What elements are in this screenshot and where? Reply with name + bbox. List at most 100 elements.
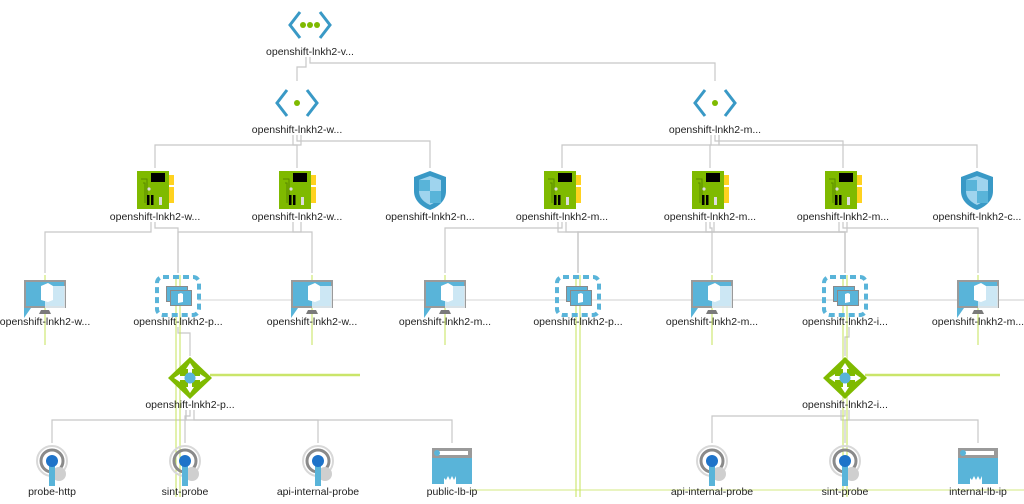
- node-api-internal-probe-1[interactable]: api-internal-probe: [253, 444, 383, 504]
- node-label: openshift-lnkh2-p...: [145, 399, 235, 411]
- network-security-group-icon: [953, 169, 1001, 211]
- edge-nic-m1-pool-p2: [565, 222, 579, 273]
- load-balancer-icon: [821, 357, 869, 399]
- node-label: openshift-lnkh2-w...: [251, 124, 343, 136]
- node-api-internal-probe-2[interactable]: api-internal-probe: [647, 444, 777, 504]
- edge-nic-m1-pool-i: [557, 222, 846, 273]
- edge-nic-w1-pool-p1: [154, 222, 179, 273]
- edge-nic-m2-pool-i: [705, 222, 846, 273]
- node-pool-p2[interactable]: openshift-lnkh2-p...: [513, 274, 643, 334]
- node-lb-p[interactable]: openshift-lnkh2-p...: [125, 357, 255, 417]
- backend-pool-icon: [821, 274, 869, 317]
- node-nic-m1[interactable]: openshift-lnkh2-m...: [497, 169, 627, 229]
- node-label: openshift-lnkh2-i...: [802, 316, 888, 328]
- network-interface-icon: [273, 169, 321, 211]
- node-label: internal-lb-ip: [949, 486, 1007, 498]
- node-vnet[interactable]: openshift-lnkh2-v...: [245, 4, 375, 64]
- health-probe-icon: [294, 444, 342, 486]
- network-interface-icon: [819, 169, 867, 211]
- network-interface-icon: [538, 169, 586, 211]
- node-label: openshift-lnkh2-m...: [931, 316, 1024, 328]
- edge-subnet-w-nic-w2: [292, 135, 298, 168]
- node-vm-m3[interactable]: openshift-lnkh2-m...: [913, 274, 1024, 334]
- subnet-icon: [273, 82, 321, 124]
- edge-nic-m2-pool-p2: [577, 222, 715, 273]
- edge-nic-m2-vm-m2: [709, 222, 713, 273]
- node-vm-m2[interactable]: openshift-lnkh2-m...: [647, 274, 777, 334]
- edge-subnet-m-nic-m2: [709, 135, 712, 168]
- node-nsg-c[interactable]: openshift-lnkh2-c...: [912, 169, 1024, 229]
- node-pool-i[interactable]: openshift-lnkh2-i...: [780, 274, 910, 334]
- node-label: openshift-lnkh2-w...: [109, 211, 201, 223]
- node-sint-probe-1[interactable]: sint-probe: [120, 444, 250, 504]
- node-label: api-internal-probe: [276, 486, 360, 498]
- node-probe-http[interactable]: probe-http: [0, 444, 117, 504]
- node-label: public-lb-ip: [426, 486, 478, 498]
- virtual-machine-icon: [21, 274, 69, 318]
- public-ip-icon: [954, 444, 1002, 486]
- health-probe-icon: [821, 444, 869, 486]
- node-label: openshift-lnkh2-p...: [533, 316, 623, 328]
- node-label: probe-http: [28, 486, 76, 498]
- node-nic-w1[interactable]: openshift-lnkh2-w...: [90, 169, 220, 229]
- node-label: openshift-lnkh2-m...: [796, 211, 890, 223]
- node-label: sint-probe: [821, 486, 869, 498]
- edge-vnet-subnet-m: [309, 57, 716, 81]
- network-security-group-icon: [406, 169, 454, 211]
- load-balancer-icon: [166, 357, 214, 399]
- backend-pool-icon: [154, 274, 202, 317]
- edge-nic-m3-pool-p2: [577, 222, 848, 273]
- node-label: openshift-lnkh2-m...: [398, 316, 492, 328]
- node-subnet-m[interactable]: openshift-lnkh2-m...: [650, 82, 780, 142]
- edges-layer: [44, 57, 1024, 443]
- public-ip-icon: [428, 444, 476, 486]
- node-internal-lb-ip[interactable]: internal-lb-ip: [913, 444, 1024, 504]
- edge-vnet-subnet-w: [296, 57, 307, 81]
- health-probe-icon: [688, 444, 736, 486]
- node-nsg-n[interactable]: openshift-lnkh2-n...: [365, 169, 495, 229]
- node-nic-m2[interactable]: openshift-lnkh2-m...: [645, 169, 775, 229]
- node-label: openshift-lnkh2-m...: [515, 211, 609, 223]
- node-label: openshift-lnkh2-p...: [133, 316, 223, 328]
- edge-nic-w2-vm-w2: [292, 222, 313, 273]
- node-vm-m1[interactable]: openshift-lnkh2-m...: [380, 274, 510, 334]
- edge-nic-w2-pool-p1: [177, 222, 302, 273]
- node-label: openshift-lnkh2-w...: [251, 211, 343, 223]
- node-label: openshift-lnkh2-m...: [663, 211, 757, 223]
- node-nic-m3[interactable]: openshift-lnkh2-m...: [778, 169, 908, 229]
- backend-pool-icon: [554, 274, 602, 317]
- node-sint-probe-2[interactable]: sint-probe: [780, 444, 910, 504]
- node-label: openshift-lnkh2-i...: [802, 399, 888, 411]
- node-subnet-w[interactable]: openshift-lnkh2-w...: [232, 82, 362, 142]
- node-label: openshift-lnkh2-m...: [668, 124, 762, 136]
- node-label: sint-probe: [161, 486, 209, 498]
- node-vm-w1[interactable]: openshift-lnkh2-w...: [0, 274, 110, 334]
- virtual-machine-icon: [288, 274, 336, 318]
- node-label: openshift-lnkh2-c...: [932, 211, 1022, 223]
- node-label: openshift-lnkh2-m...: [665, 316, 759, 328]
- network-interface-icon: [686, 169, 734, 211]
- node-pool-p1[interactable]: openshift-lnkh2-p...: [113, 274, 243, 334]
- virtual-machine-icon: [688, 274, 736, 318]
- health-probe-icon: [28, 444, 76, 486]
- edge-subnet-m-nsg-c: [718, 135, 978, 168]
- edge-subnet-w-nsg-n: [296, 135, 431, 168]
- virtual-network-icon: [286, 4, 334, 46]
- node-lb-i[interactable]: openshift-lnkh2-i...: [780, 357, 910, 417]
- edge-lb-i-api-internal-probe-2: [711, 410, 846, 443]
- virtual-machine-icon: [954, 274, 1002, 318]
- node-nic-w2[interactable]: openshift-lnkh2-w...: [232, 169, 362, 229]
- node-public-lb-ip[interactable]: public-lb-ip: [387, 444, 517, 504]
- node-vm-w2[interactable]: openshift-lnkh2-w...: [247, 274, 377, 334]
- virtual-machine-icon: [421, 274, 469, 318]
- node-label: openshift-lnkh2-w...: [0, 316, 91, 328]
- edge-subnet-m-nic-m3: [714, 135, 844, 168]
- subnet-icon: [691, 82, 739, 124]
- node-label: api-internal-probe: [670, 486, 754, 498]
- edge-nic-m3-vm-m3: [842, 222, 979, 273]
- network-interface-icon: [131, 169, 179, 211]
- health-probe-icon: [161, 444, 209, 486]
- node-label: openshift-lnkh2-w...: [266, 316, 358, 328]
- edge-lb-p-public-lb-ip: [185, 410, 453, 443]
